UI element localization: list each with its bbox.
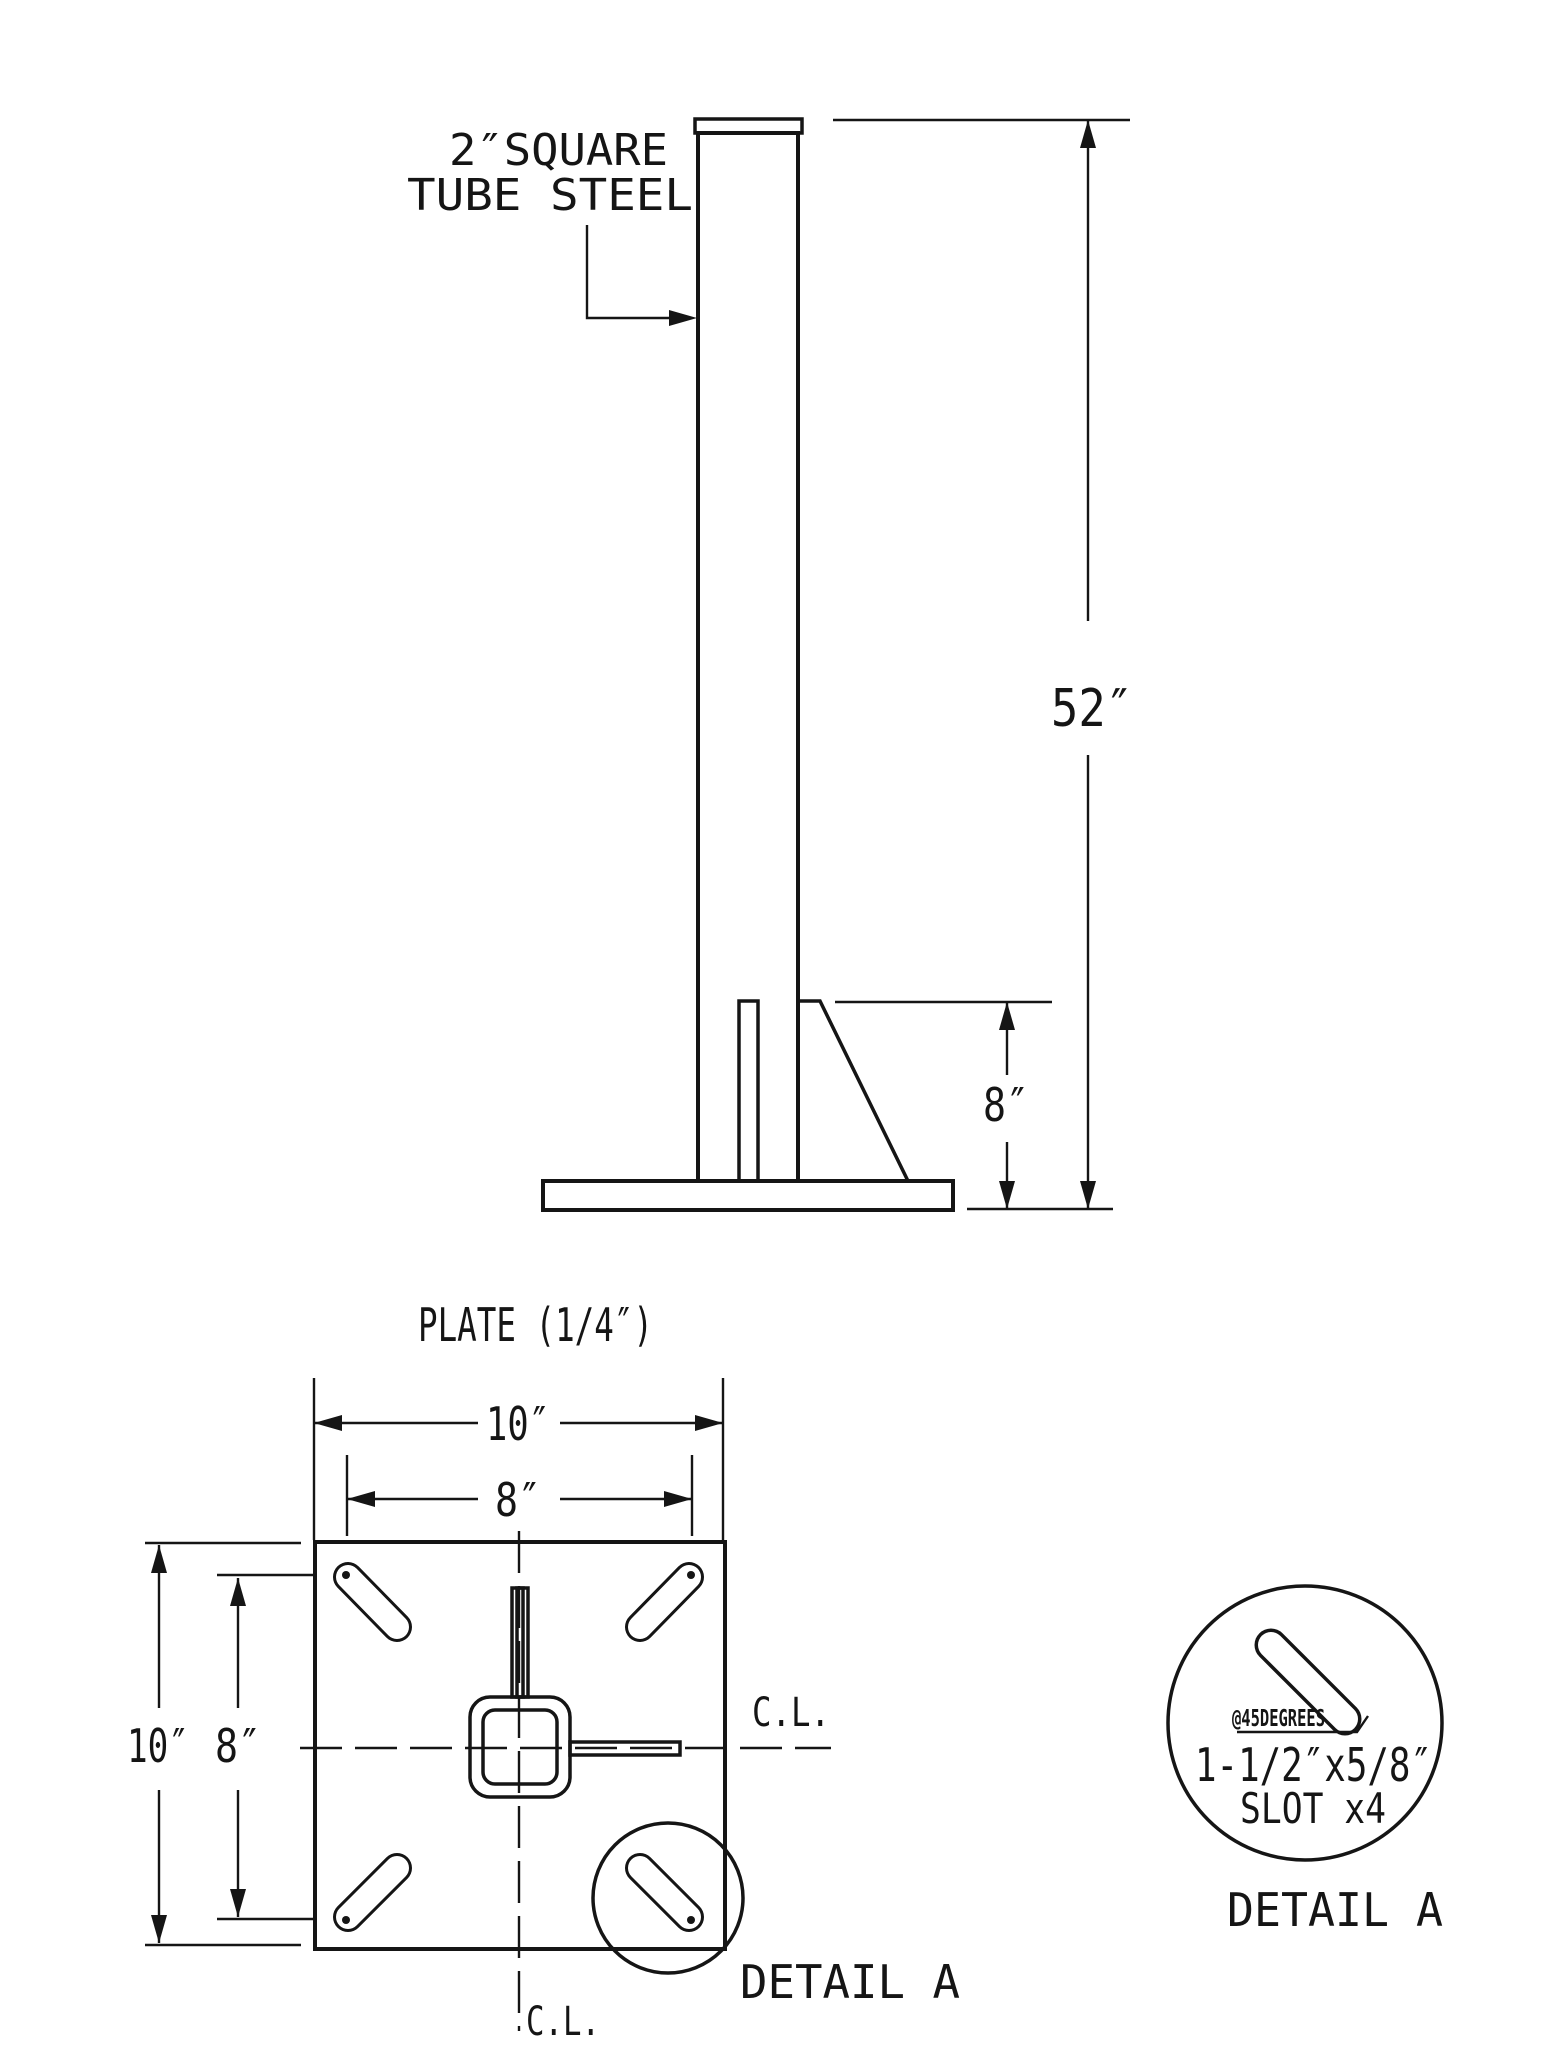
arrowhead-up-icon xyxy=(151,1545,167,1573)
arrowhead-down-icon xyxy=(151,1915,167,1943)
detail-caption: DETAIL A xyxy=(1227,1883,1443,1937)
plan-dim-top-8: 8″ xyxy=(345,1455,694,1536)
arrowhead-down-icon xyxy=(1080,1181,1096,1209)
plan-title: PLATE (1/4″) xyxy=(418,1298,653,1352)
arrowhead-right-icon xyxy=(664,1491,692,1507)
detail-slot xyxy=(1254,1628,1362,1736)
arrowhead-up-icon xyxy=(1080,120,1096,148)
height-dim-text: 52″ xyxy=(1051,679,1133,739)
slot-center-dot xyxy=(687,1916,695,1924)
weld-tab-east xyxy=(568,1740,682,1757)
arrowhead-up-icon xyxy=(999,1002,1015,1030)
dim-text: 8″ xyxy=(495,1473,541,1527)
slot-top-left xyxy=(333,1562,412,1642)
square-tube-post xyxy=(696,131,800,1183)
slot-qty-text: SLOT x4 xyxy=(1240,1784,1386,1833)
weld-tab-side xyxy=(737,999,760,1183)
slot-center-dot xyxy=(342,1571,350,1579)
slot-center-dot xyxy=(687,1571,695,1579)
detail-a-view: @45DEGREES 1-1/2″x5/8″ SLOT x4 DETAIL A xyxy=(1166,1584,1444,1937)
weld-tab-north xyxy=(510,1586,530,1699)
slot-bottom-right xyxy=(625,1853,704,1932)
gusset-dimension-8: 8″ xyxy=(835,1000,1052,1209)
angle-note-text: @45DEGREES xyxy=(1232,1706,1325,1732)
dim-text: 10″ xyxy=(486,1397,550,1451)
arrowhead-left-icon xyxy=(314,1415,342,1431)
tube-label: 2″SQUARE TUBE STEEL xyxy=(407,125,697,326)
slot-center-dot xyxy=(342,1916,350,1924)
leader-arrowhead-icon xyxy=(669,310,697,326)
detail-callout-circle xyxy=(591,1821,745,1975)
base-plate-edge xyxy=(541,1179,955,1212)
tube-label-line2: TUBE STEEL xyxy=(407,170,693,221)
tube-label-leader-line xyxy=(585,225,672,320)
plan-dim-left-8: 8″ xyxy=(215,1573,313,1921)
centerline-label-right: C.L. xyxy=(752,1690,830,1736)
plan-view: PLATE (1/4″) xyxy=(127,1298,960,2045)
arrowhead-right-icon xyxy=(695,1415,723,1431)
plan-dim-left-10: 10″ xyxy=(127,1541,301,1947)
angle-note-leader-line xyxy=(1237,1715,1369,1734)
arrowhead-down-icon xyxy=(999,1181,1015,1209)
arrowhead-up-icon xyxy=(230,1578,246,1606)
tube-label-line1: 2″SQUARE xyxy=(449,125,668,176)
tube-section-inner xyxy=(481,1708,559,1786)
dim-text: 10″ xyxy=(127,1719,189,1773)
gusset-brace xyxy=(798,999,910,1182)
arrowhead-left-icon xyxy=(347,1491,375,1507)
slot-size-text: 1-1/2″x5/8″ xyxy=(1195,1738,1432,1792)
post-cap xyxy=(693,117,804,135)
gusset-dim-text: 8″ xyxy=(983,1078,1029,1132)
slot-top-right xyxy=(625,1562,704,1642)
plan-dim-top-10: 10″ xyxy=(312,1378,725,1540)
slot-bottom-left xyxy=(333,1853,412,1932)
detail-callout-label: DETAIL A xyxy=(740,1955,960,2009)
height-dimension-52: 52″ xyxy=(833,118,1133,1211)
arrowhead-down-icon xyxy=(230,1889,246,1917)
detail-circle xyxy=(1166,1584,1444,1862)
base-plate-plan xyxy=(313,1540,727,1951)
centerline-label-bottom: C.L. xyxy=(526,1999,600,2045)
elevation-view: 2″SQUARE TUBE STEEL 52″ 8″ xyxy=(407,117,1133,1212)
dim-text: 8″ xyxy=(215,1719,261,1773)
